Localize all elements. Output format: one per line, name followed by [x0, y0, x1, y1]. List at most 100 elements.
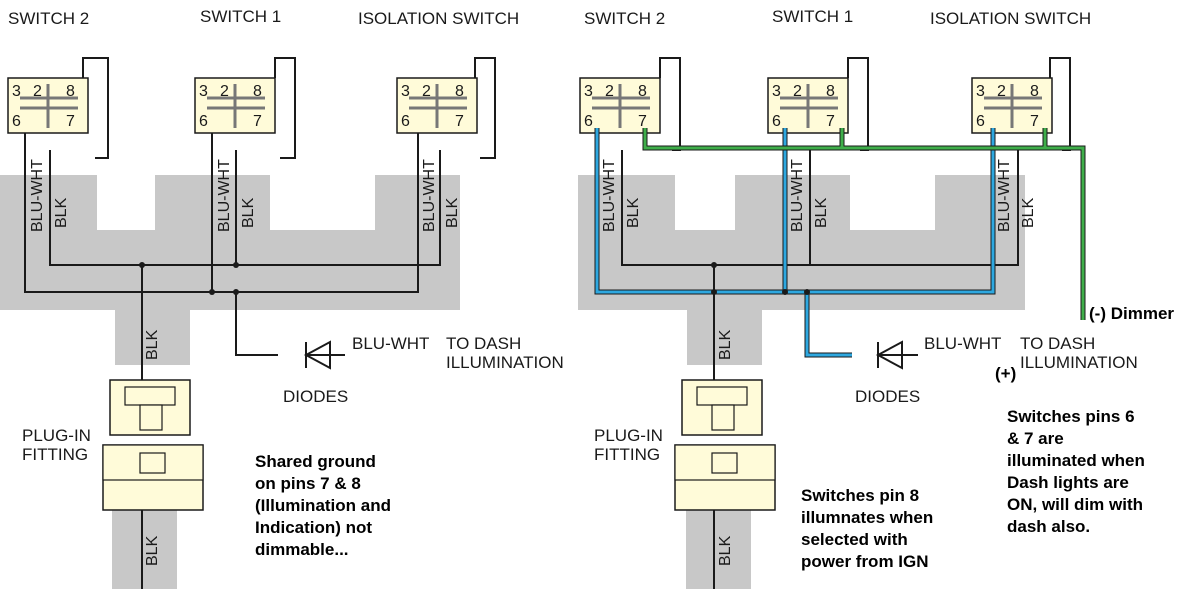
pin-7: 7 — [638, 113, 647, 130]
note-pin67-line: illuminated when — [1007, 451, 1145, 470]
wire-label-blu-wht: BLU-WHT — [421, 159, 438, 232]
junction-dots — [139, 262, 239, 295]
plug-in-label-line1: PLUG-IN — [22, 426, 91, 445]
pin-3: 3 — [976, 83, 985, 100]
pin-3: 3 — [584, 83, 593, 100]
wire-label-blu-wht: BLU-WHT — [216, 159, 233, 232]
diodes-label: DIODES — [283, 387, 348, 406]
isolation-switch-title: ISOLATION SWITCH — [930, 9, 1091, 28]
note-pin67-line: Dash lights are — [1007, 473, 1129, 492]
pin-8: 8 — [66, 83, 75, 100]
wire-label-blu-wht: BLU-WHT — [789, 159, 806, 232]
plug-in-label-line2: FITTING — [22, 445, 88, 464]
pin-6: 6 — [772, 113, 781, 130]
switch2-title: SWITCH 2 — [8, 9, 89, 28]
note-line: on pins 7 & 8 — [255, 474, 361, 493]
pin-2: 2 — [997, 83, 1006, 100]
pin-8: 8 — [1030, 83, 1039, 100]
note-line: dimmable... — [255, 540, 349, 559]
wire-label-blk: BLK — [144, 535, 161, 566]
switch1-title: SWITCH 1 — [200, 7, 281, 26]
pin-6: 6 — [976, 113, 985, 130]
switch2-block[interactable]: 3 2 8 6 7 — [7, 57, 109, 159]
pin-2: 2 — [220, 83, 229, 100]
wire-label-blk: BLK — [444, 197, 461, 228]
dimmer-label: (-) Dimmer — [1089, 304, 1174, 323]
pin-6: 6 — [401, 113, 410, 130]
note-pin67-line: Switches pins 6 — [1007, 407, 1135, 426]
diode-wire-label: BLU-WHT — [924, 334, 1001, 353]
plus-label: (+) — [995, 364, 1016, 383]
dash-illumination-line1: TO DASH — [1020, 334, 1095, 353]
note-line: Indication) not — [255, 518, 372, 537]
pin-7: 7 — [253, 113, 262, 130]
pin-6: 6 — [584, 113, 593, 130]
diode — [875, 340, 903, 370]
blue-wires — [594, 128, 996, 358]
note-pin67-line: dash also. — [1007, 517, 1090, 536]
pin-3: 3 — [772, 83, 781, 100]
pin-3: 3 — [199, 83, 208, 100]
pin-7: 7 — [1030, 113, 1039, 130]
dash-illumination-line2: ILLUMINATION — [1020, 353, 1138, 372]
wire-label-blk: BLK — [240, 197, 257, 228]
panel-left: SWITCH 2 SWITCH 1 ISOLATION SWITCH 3 2 8… — [0, 7, 564, 589]
green-wires — [642, 128, 1086, 320]
pin-7: 7 — [826, 113, 835, 130]
isolation-switch-title: ISOLATION SWITCH — [358, 9, 519, 28]
isolation-switch-block[interactable]: 3 2 8 6 7 — [971, 57, 1071, 151]
note-pin8-line: Switches pin 8 — [801, 486, 919, 505]
wire-label-blk: BLK — [1020, 197, 1037, 228]
wires-right — [621, 150, 1019, 589]
pin-6: 6 — [12, 113, 21, 130]
junction-dots — [711, 289, 810, 295]
diode-wire-label: BLU-WHT — [352, 334, 429, 353]
pin-6: 6 — [199, 113, 208, 130]
pin-8: 8 — [253, 83, 262, 100]
pin-7: 7 — [455, 113, 464, 130]
pin-8: 8 — [638, 83, 647, 100]
pin-3: 3 — [401, 83, 410, 100]
pin-2: 2 — [605, 83, 614, 100]
diodes-label: DIODES — [855, 387, 920, 406]
loom-shading — [0, 175, 460, 589]
wire-label-blu-wht: BLU-WHT — [29, 159, 46, 232]
wire-label-blk: BLK — [625, 197, 642, 228]
pin-8: 8 — [455, 83, 464, 100]
note-pin8-line: selected with — [801, 530, 908, 549]
wire-label-blk: BLK — [717, 329, 734, 360]
plug-in-label-line2: FITTING — [594, 445, 660, 464]
pin-2: 2 — [793, 83, 802, 100]
pin-3: 3 — [12, 83, 21, 100]
switch1-title: SWITCH 1 — [772, 7, 853, 26]
note-pin67-line: & 7 are — [1007, 429, 1064, 448]
loom-shading — [578, 175, 1025, 589]
note-line: Shared ground — [255, 452, 376, 471]
isolation-switch-block[interactable]: 3 2 8 6 7 — [396, 57, 496, 159]
plug-in-fitting[interactable] — [674, 379, 776, 511]
diode — [303, 340, 331, 370]
pin-2: 2 — [422, 83, 431, 100]
note-pin67-line: ON, will dim with — [1007, 495, 1143, 514]
wires-left — [24, 133, 441, 589]
switch1-block[interactable]: 3 2 8 6 7 — [194, 57, 296, 159]
wire-label-blu-wht: BLU-WHT — [601, 159, 618, 232]
pin-7: 7 — [66, 113, 75, 130]
pin-8: 8 — [826, 83, 835, 100]
wire-label-blk: BLK — [144, 329, 161, 360]
wire-label-blk: BLK — [813, 197, 830, 228]
switch1-block[interactable]: 3 2 8 6 7 — [767, 57, 869, 151]
wire-label-blu-wht: BLU-WHT — [996, 159, 1013, 232]
dash-illumination-line1: TO DASH — [446, 334, 521, 353]
wire-label-blk: BLK — [717, 535, 734, 566]
note-pin8-line: power from IGN — [801, 552, 929, 571]
note-line: (Illumination and — [255, 496, 391, 515]
switch2-title: SWITCH 2 — [584, 9, 665, 28]
pin-2: 2 — [33, 83, 42, 100]
panel-right: SWITCH 2 SWITCH 1 ISOLATION SWITCH 3 2 8… — [578, 7, 1174, 589]
wire-label-blk: BLK — [53, 197, 70, 228]
note-pin8-line: illumnates when — [801, 508, 933, 527]
switch2-block[interactable]: 3 2 8 6 7 — [579, 57, 681, 151]
plug-in-fitting[interactable] — [102, 379, 204, 511]
